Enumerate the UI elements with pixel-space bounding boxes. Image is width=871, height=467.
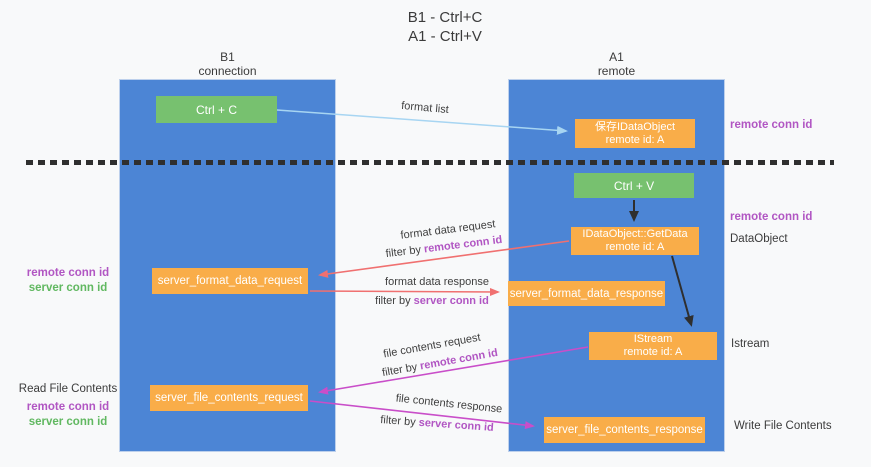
write-file-contents-label: Write File Contents [734, 420, 832, 432]
file-remote-conn-id-label: remote conn id [26, 401, 110, 413]
format-server-conn-id-label: server conn id [28, 282, 108, 294]
format-remote-conn-id-label: remote conn id [26, 267, 110, 279]
server-format-data-response-label: server_format_data_response [509, 287, 664, 300]
istream-box: IStream remote id: A [589, 332, 717, 360]
getdata-line1: IDataObject::GetData [582, 228, 688, 240]
file-contents-response-label: file contents response [395, 392, 503, 416]
server-conn-id-text: server conn id [413, 295, 489, 307]
server-format-data-request-label: server_format_data_request [157, 275, 303, 287]
file-server-conn-id-label: server conn id [28, 416, 108, 428]
idataobject-getdata-box: IDataObject::GetData remote id: A [571, 227, 699, 255]
phase-separator-dashed-line [26, 160, 834, 165]
lane-header-b1: B1 connection [119, 50, 336, 78]
ctrl-c-label: Ctrl + C [195, 102, 237, 117]
filter-by-text: filter by [381, 361, 419, 380]
diagram-title: B1 - Ctrl+C A1 - Ctrl+V [345, 8, 545, 46]
istream-side-label: Istream [731, 338, 770, 350]
remote-conn-id-mid-label: remote conn id [730, 211, 813, 223]
save-idataobject-box: 保存IDataObject remote id: A [575, 119, 695, 148]
lane-a1-role: remote [597, 64, 636, 78]
save-idataobject-line1: 保存IDataObject [594, 120, 676, 133]
server-conn-id-text: server conn id [418, 416, 495, 434]
server-file-contents-request-label: server_file_contents_request [155, 392, 303, 404]
lane-header-a1: A1 remote [508, 50, 725, 78]
server-format-data-response-box: server_format_data_response [508, 281, 665, 306]
format-data-response-arrow [309, 287, 500, 296]
filter-by-text: filter by [375, 295, 411, 307]
filter-by-text: filter by [379, 414, 417, 429]
ctrl-v-label: Ctrl + V [613, 178, 655, 193]
lane-b1-name: B1 [220, 50, 235, 64]
istream-line1: IStream [633, 333, 673, 345]
read-file-contents-label: Read File Contents [18, 383, 118, 395]
lane-b1-role: connection [198, 64, 257, 78]
title-line-1: B1 - Ctrl+C [407, 9, 483, 26]
format-list-label: format list [400, 99, 450, 117]
ctrl-v-box: Ctrl + V [574, 173, 694, 198]
server-file-contents-request-box: server_file_contents_request [150, 385, 308, 411]
ctrl-c-box: Ctrl + C [156, 96, 277, 123]
istream-line2: remote id: A [623, 346, 683, 358]
lane-a1-name: A1 [609, 50, 624, 64]
server-format-data-request-box: server_format_data_request [152, 268, 308, 294]
getdata-line2: remote id: A [605, 241, 665, 253]
server-file-contents-response-label: server_file_contents_response [546, 424, 703, 436]
save-idataobject-line2: remote id: A [605, 133, 665, 146]
format-data-response-label: format data response [385, 276, 489, 288]
server-file-contents-response-box: server_file_contents_response [544, 417, 705, 443]
filter-by-text: filter by [385, 243, 422, 261]
title-line-2: A1 - Ctrl+V [408, 28, 482, 45]
remote-conn-id-top-label: remote conn id [730, 119, 813, 131]
dataobject-label: DataObject [730, 233, 788, 245]
